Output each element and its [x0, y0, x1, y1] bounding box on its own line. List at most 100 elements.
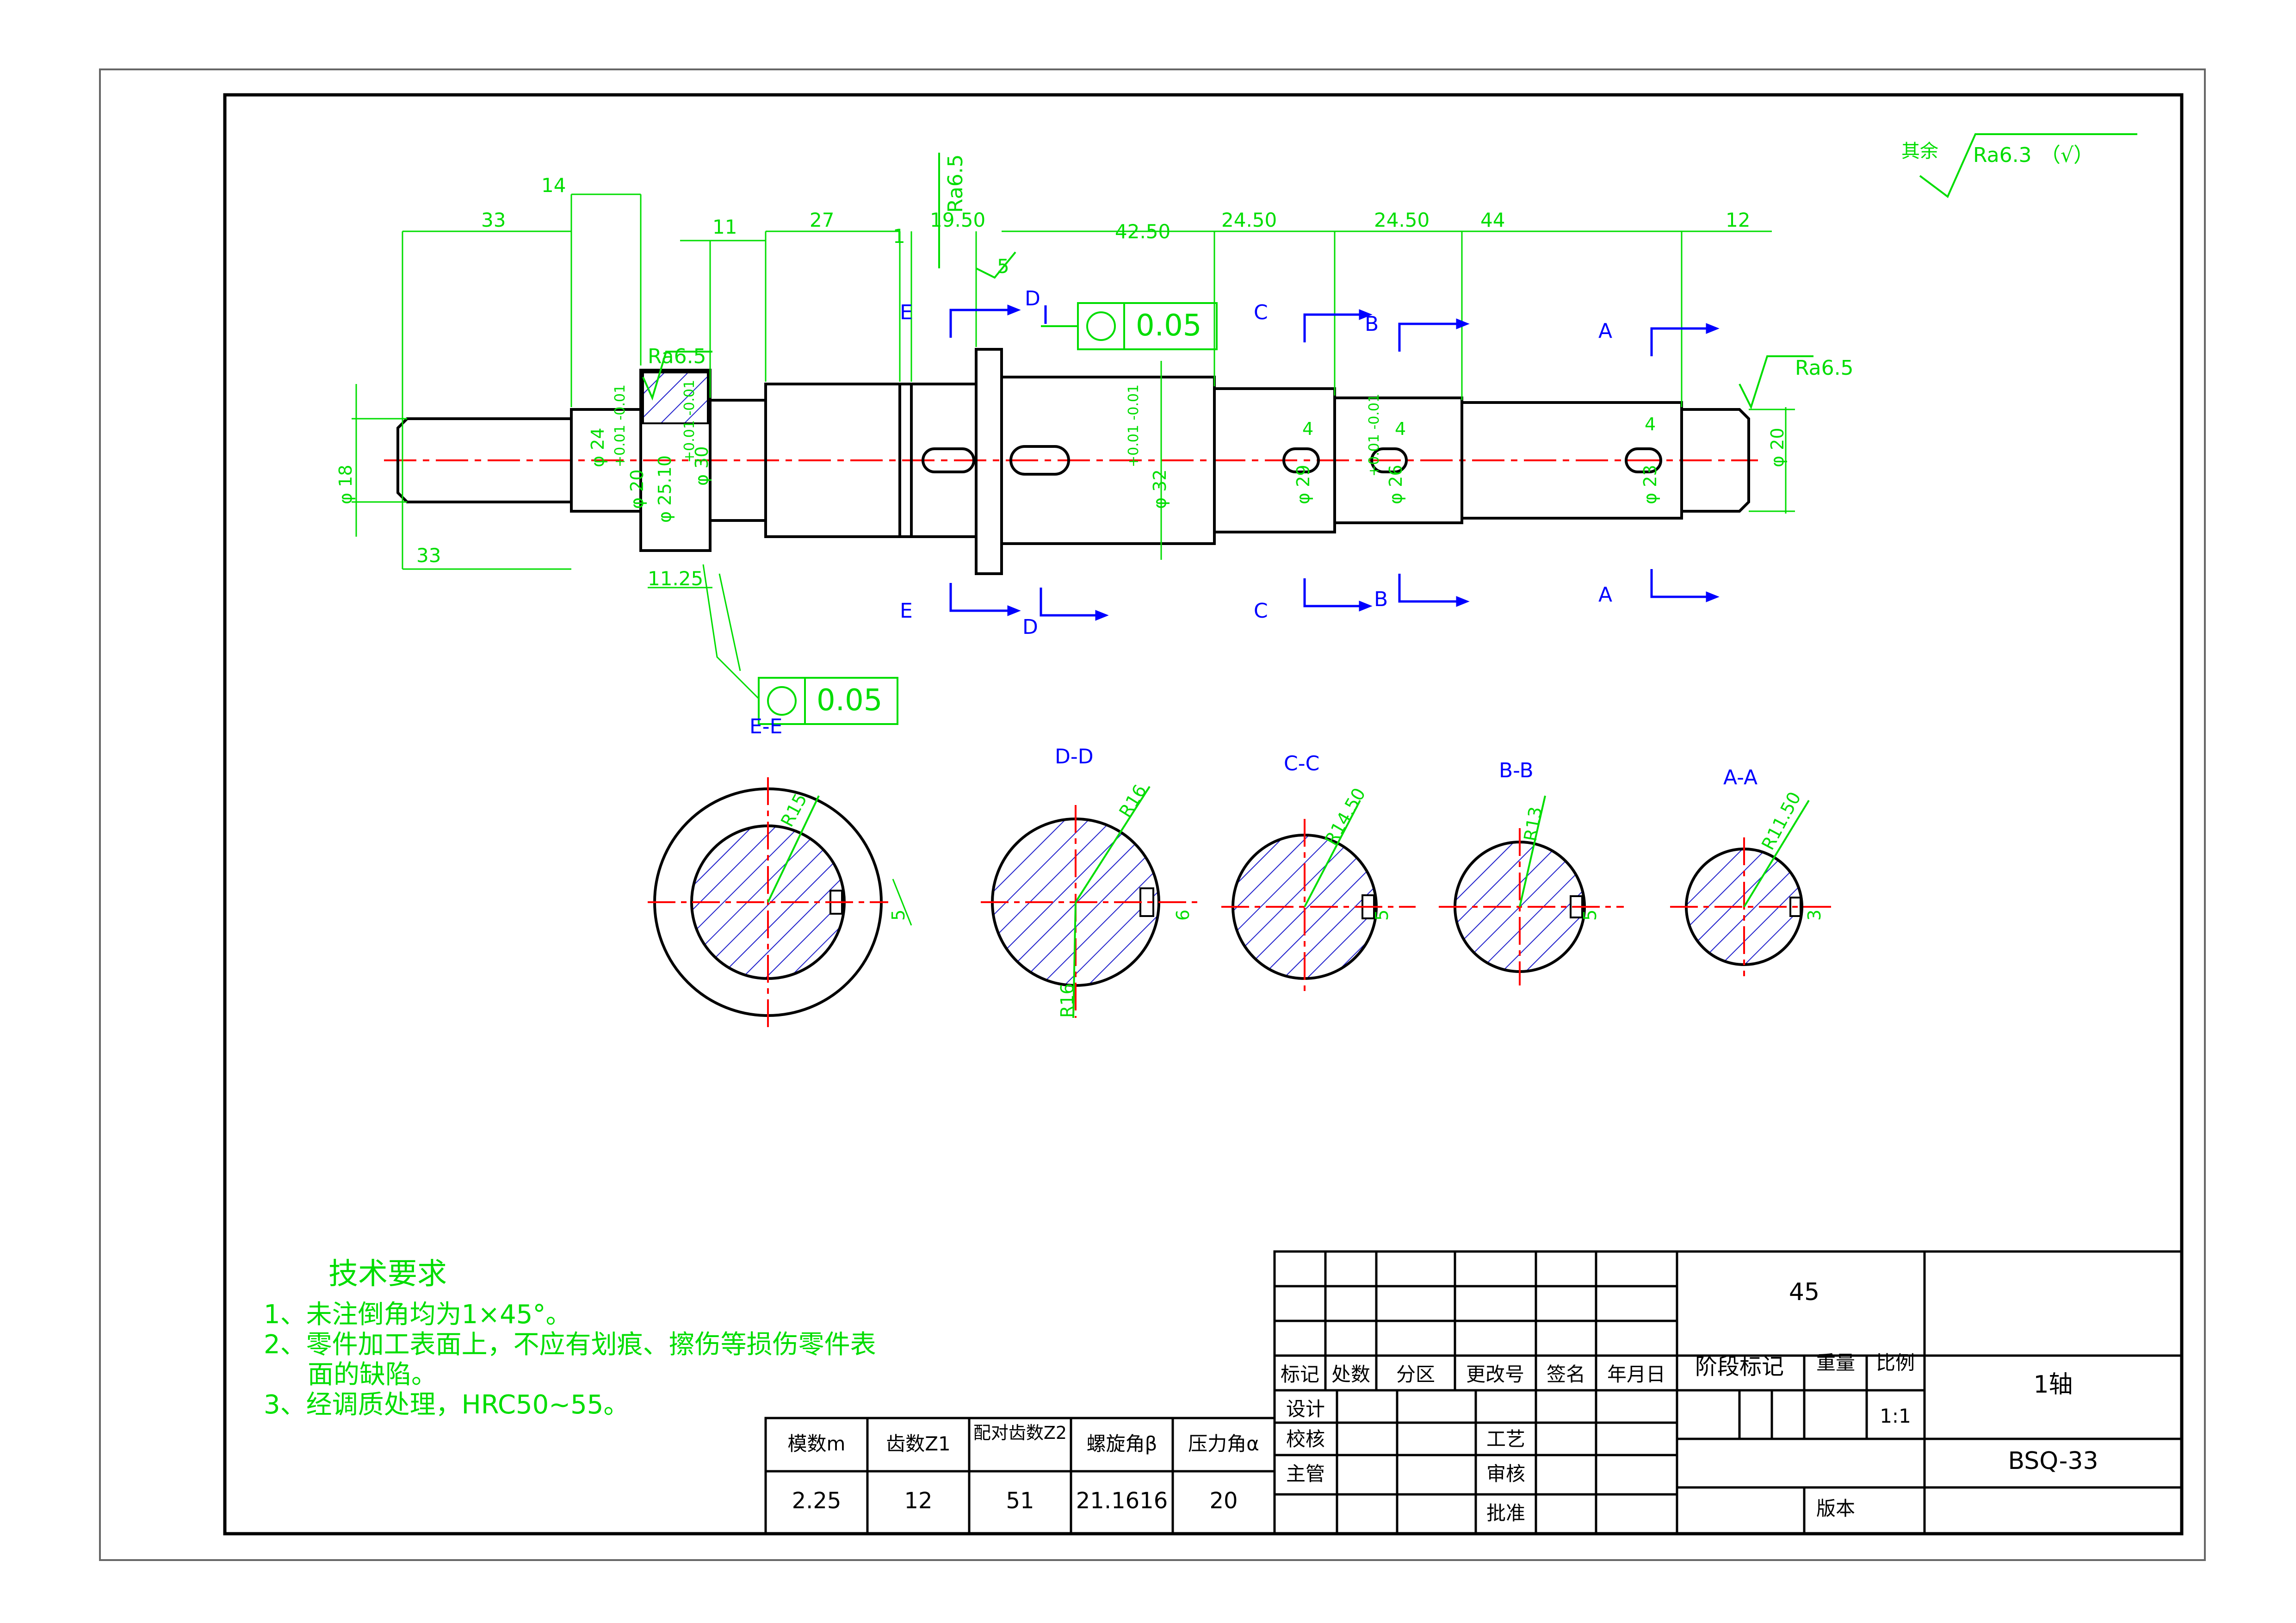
top-dimension-texts: 33 14 11 27 1 19.50 42.50 24.50 24.50 44… — [416, 174, 1750, 590]
dim-11: 11 — [712, 216, 737, 238]
cut-c-top: C — [1254, 301, 1268, 324]
runout-frame-lower — [758, 677, 898, 725]
gear-value-teeth: 12 — [904, 1488, 932, 1514]
weight-label: 重量 — [1816, 1351, 1855, 1374]
section-a-key: 3 — [1804, 910, 1825, 921]
cut-b-bottom: B — [1374, 588, 1388, 611]
outer-frame — [99, 68, 2206, 1561]
section-b-key: 5 — [1580, 910, 1600, 921]
dia-gear-pitch: φ 25.10 — [655, 455, 675, 523]
dia-gear-sec-tol: +0.01 -0.01 — [681, 380, 698, 463]
part-name: 1轴 — [2033, 1371, 2073, 1399]
gear-value-module: 2.25 — [792, 1488, 842, 1514]
scale-value: 1:1 — [1880, 1405, 1911, 1427]
section-c-label: C-C — [1284, 752, 1319, 775]
dim-bottom-33: 33 — [416, 544, 441, 567]
section-a-label: A-A — [1723, 766, 1758, 789]
dim-33: 33 — [481, 209, 506, 231]
gear-value-helix: 21.1616 — [1076, 1488, 1168, 1514]
gear-header-teeth: 齿数Z1 — [886, 1432, 951, 1455]
version-label: 版本 — [1816, 1497, 1855, 1520]
tech-req-title: 技术要求 — [328, 1257, 447, 1291]
gear-value-mating: 51 — [1006, 1488, 1034, 1514]
dia-mid-tol: +0.01 -0.01 — [1126, 384, 1142, 467]
cut-e-bottom: E — [900, 599, 913, 623]
section-a-radius: R11.50 — [1758, 788, 1805, 853]
dia-right-end: φ 20 — [1767, 428, 1788, 468]
cut-a-bottom: A — [1598, 583, 1612, 607]
role-review: 审核 — [1486, 1462, 1525, 1485]
section-d-radius: R16 — [1115, 781, 1151, 821]
technical-requirements: 技术要求 1、未注倒角均为1×45°。 2、零件加工表面上，不应有划痕、擦伤等损… — [264, 1257, 876, 1420]
section-e-label: E-E — [749, 715, 782, 738]
dia-c-sec: φ 29 — [1293, 465, 1313, 505]
dim-14: 14 — [541, 174, 566, 197]
role-design: 设计 — [1286, 1398, 1325, 1420]
dia-gear-tol: +0.01 -0.01 — [612, 384, 628, 467]
dim-1: 1 — [893, 225, 905, 248]
section-e-key: 5 — [888, 910, 909, 921]
gear-value-pressure: 20 — [1209, 1488, 1238, 1514]
section-d-radius2: R16 — [1057, 983, 1077, 1018]
dia-mid: φ 32 — [1150, 470, 1170, 509]
role-process: 工艺 — [1486, 1428, 1525, 1450]
shaft-profile — [396, 348, 1750, 575]
section-b-b — [1439, 795, 1624, 985]
rev-header-sign: 签名 — [1547, 1363, 1585, 1386]
section-c-radius: R14.50 — [1321, 784, 1370, 849]
other-prefix: 其余 — [1901, 141, 1938, 162]
cut-d-bottom: D — [1022, 615, 1038, 639]
section-d-label: D-D — [1055, 745, 1094, 768]
cut-c-bottom: C — [1254, 599, 1268, 623]
dim-24-50-a: 24.50 — [1221, 209, 1277, 231]
section-c-c — [1221, 800, 1416, 995]
dia-gear-bore: φ 24 — [588, 428, 608, 468]
top-dimensions — [352, 193, 1795, 700]
dim-12: 12 — [1726, 209, 1750, 231]
drawing-number: BSQ-33 — [2008, 1447, 2098, 1475]
gear-header-pressure: 压力角α — [1188, 1432, 1259, 1455]
other-suffix: （√） — [2040, 143, 2094, 167]
material: 45 — [1789, 1278, 1819, 1306]
section-c-key: 5 — [1372, 910, 1392, 921]
key-width-a: 4 — [1645, 414, 1656, 434]
cut-b-top: B — [1365, 312, 1379, 336]
stage-label: 阶段标记 — [1695, 1354, 1784, 1380]
roughness-key: Ra6.5 — [944, 154, 967, 213]
rev-header-count: 处数 — [1331, 1363, 1370, 1386]
dia-a-sec: φ 23 — [1640, 465, 1660, 505]
dia-left-end: φ 18 — [335, 465, 356, 505]
dia-gear-sec: φ 30 — [692, 446, 712, 486]
section-e-e — [648, 777, 912, 1027]
dim-44: 44 — [1480, 209, 1505, 231]
section-b-radius: R13 — [1520, 805, 1546, 842]
dim-24-50-b: 24.50 — [1374, 209, 1430, 231]
tech-req-item-3: 3、经调质处理，HRC50~55。 — [264, 1390, 629, 1420]
runout-lower-value: 0.05 — [817, 683, 883, 718]
key-width-c: 4 — [1302, 419, 1313, 439]
section-a-a — [1670, 799, 1837, 976]
role-approve: 批准 — [1486, 1502, 1525, 1524]
roughness-journal: Ra6.5 — [1795, 356, 1854, 380]
dim-11-25: 11.25 — [648, 567, 703, 590]
gear-header-mating: 配对齿数Z2 — [973, 1423, 1067, 1443]
general-roughness-note: 其余 Ra6.3 （√） — [1901, 133, 2137, 198]
tech-req-item-2b: 面的缺陷。 — [308, 1360, 437, 1390]
cut-d-top: D — [1025, 287, 1040, 310]
cut-a-top: A — [1598, 319, 1612, 343]
title-block-grid — [1273, 1250, 2183, 1535]
runout-frame-upper — [1041, 302, 1218, 350]
dia-gear-inner: φ 20 — [627, 470, 647, 509]
dia-b-tol: +0.01 -0.01 — [1366, 394, 1382, 477]
role-check: 校核 — [1286, 1428, 1325, 1450]
roughness-gear: Ra6.5 — [648, 345, 706, 368]
rev-header-zone: 分区 — [1396, 1363, 1435, 1386]
scale-label: 比例 — [1876, 1351, 1915, 1374]
gear-header-helix: 螺旋角β — [1087, 1432, 1157, 1455]
dim-27: 27 — [810, 209, 834, 231]
diameter-labels: φ 18 φ 24 +0.01 -0.01 φ 20 φ 25.10 +0.01… — [335, 380, 1788, 523]
key-width-b: 4 — [1395, 419, 1406, 439]
cut-e-top: E — [900, 301, 913, 324]
section-cut-arrows — [949, 304, 1720, 621]
